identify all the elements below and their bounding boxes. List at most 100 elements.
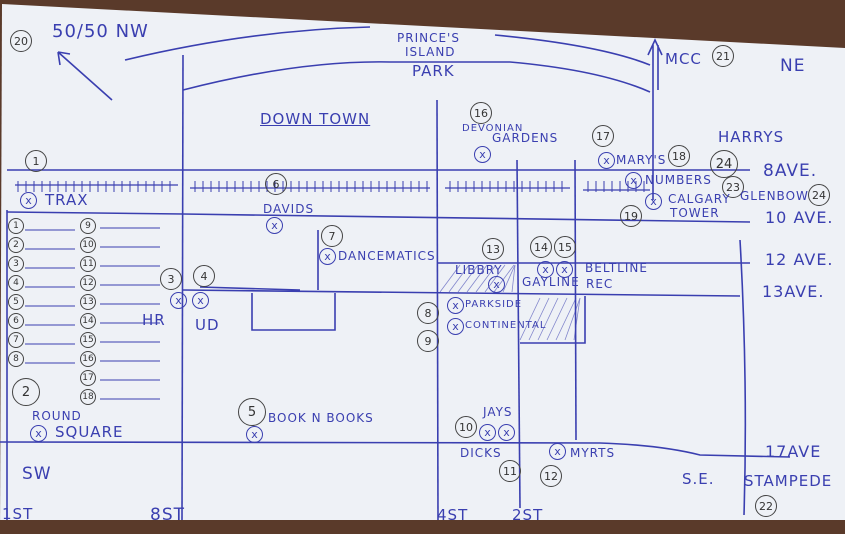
x-mark: x: [598, 152, 615, 169]
label-devonian: DEVONIAN: [462, 123, 524, 134]
x-mark: x: [20, 192, 37, 209]
label-square: SQUARE: [55, 423, 124, 441]
legend-marker: 3: [8, 256, 24, 272]
marker-4: 4: [193, 265, 215, 287]
x-mark: x: [625, 172, 642, 189]
street-1st-e: [574, 159, 577, 441]
track-ties: [17, 181, 645, 192]
marker-8: 8: [417, 302, 439, 324]
label-round: ROUND: [32, 409, 82, 423]
legend-marker: 7: [8, 332, 24, 348]
legend-marker: 16: [80, 351, 96, 367]
legend-lines: [25, 227, 160, 400]
legend-marker: 4: [8, 275, 24, 291]
ave-12-label: 12 AVE.: [765, 250, 834, 269]
x-mark: x: [479, 424, 496, 441]
hatch-line: [448, 264, 470, 293]
marker-20: 20: [10, 30, 32, 52]
label-davids: DAVIDS: [263, 202, 315, 216]
hatch-line: [537, 297, 559, 341]
label-hr: HR: [142, 311, 166, 329]
marker-24b: 24: [808, 184, 830, 206]
label-myrts: MYRTS: [570, 446, 616, 460]
hatch-line: [546, 297, 568, 341]
hatch-line: [528, 297, 550, 341]
route: [199, 286, 586, 344]
marker-12: 12: [540, 465, 562, 487]
mcc-road: [647, 38, 663, 200]
marker-6: 6: [265, 173, 287, 195]
hatch-line: [466, 264, 488, 293]
label-rec: REC: [586, 277, 614, 291]
label-ne: NE: [780, 56, 806, 76]
legend-marker: 9: [80, 218, 96, 234]
ave-17: [0, 441, 791, 458]
x-mark: x: [246, 426, 263, 443]
label-beltline: BELTLINE: [585, 261, 648, 275]
legend-marker: 10: [80, 237, 96, 253]
label-continental: CONTINENTAL: [465, 320, 547, 331]
label-jays: JAYS: [483, 405, 513, 419]
park-arc-bottom: [182, 61, 651, 93]
x-mark: x: [170, 292, 187, 309]
x-mark: x: [319, 248, 336, 265]
table-edge: [0, 520, 845, 534]
x-mark: x: [549, 443, 566, 460]
marker-1: 1: [25, 150, 47, 172]
label-ud: UD: [195, 316, 220, 334]
marker-7: 7: [321, 225, 343, 247]
x-mark: x: [192, 292, 209, 309]
hatch-line: [502, 264, 516, 293]
marker-9: 9: [417, 330, 439, 352]
ave-13: [182, 289, 741, 297]
label-stampede: STAMPEDE: [744, 472, 833, 490]
marker-17: 17: [592, 125, 614, 147]
marker-24: 24: [710, 150, 738, 178]
legend-marker: 11: [80, 256, 96, 272]
legend-marker: 8: [8, 351, 24, 367]
label-libbry: LIBBRY: [455, 263, 503, 277]
label-dancematics: DANCEMATICS: [338, 249, 436, 263]
hatch-line: [573, 297, 581, 341]
street-8st-label: 8ST: [150, 505, 185, 525]
ave-10: [6, 211, 751, 223]
label-calgary: CALGARY: [668, 192, 731, 206]
hatch-line: [555, 297, 577, 341]
hatch-line: [439, 264, 461, 293]
tracks: [15, 184, 650, 191]
label-se: S.E.: [682, 470, 715, 488]
x-mark: x: [556, 261, 573, 278]
street-1st-label: 1ST: [2, 505, 34, 523]
marker-10: 10: [455, 416, 477, 438]
street-east: [739, 239, 747, 516]
legend-marker: 18: [80, 389, 96, 405]
x-mark: x: [30, 425, 47, 442]
marker-16: 16: [470, 102, 492, 124]
marker-15: 15: [554, 236, 576, 258]
legend-marker: 12: [80, 275, 96, 291]
park-line1: PRINCE'S: [397, 31, 460, 45]
nw-arrow: [57, 51, 113, 101]
label-tower: TOWER: [670, 206, 720, 220]
ave-13-label: 13AVE.: [762, 282, 825, 301]
legend-marker: 5: [8, 294, 24, 310]
label-dicks: DICKS: [460, 446, 502, 460]
hatch-line: [457, 264, 479, 293]
legend-marker: 14: [80, 313, 96, 329]
label-gayline: GAYLINE: [522, 275, 580, 289]
label-numbers: NUMBERS: [645, 173, 712, 187]
marker-23: 23: [722, 176, 744, 198]
hatch-line: [475, 264, 497, 293]
marker-3: 3: [160, 268, 182, 290]
label-parkside: PARKSIDE: [465, 299, 523, 310]
label-sw: SW: [22, 464, 52, 484]
x-mark: x: [537, 261, 554, 278]
marker-13: 13: [482, 238, 504, 260]
paper: [0, 4, 845, 534]
hatch-line: [564, 297, 581, 341]
hatch-line: [519, 297, 541, 341]
park-line3: PARK: [412, 62, 455, 80]
marker-11: 11: [499, 460, 521, 482]
street-8st: [181, 54, 184, 521]
marker-2: 2: [12, 378, 40, 406]
